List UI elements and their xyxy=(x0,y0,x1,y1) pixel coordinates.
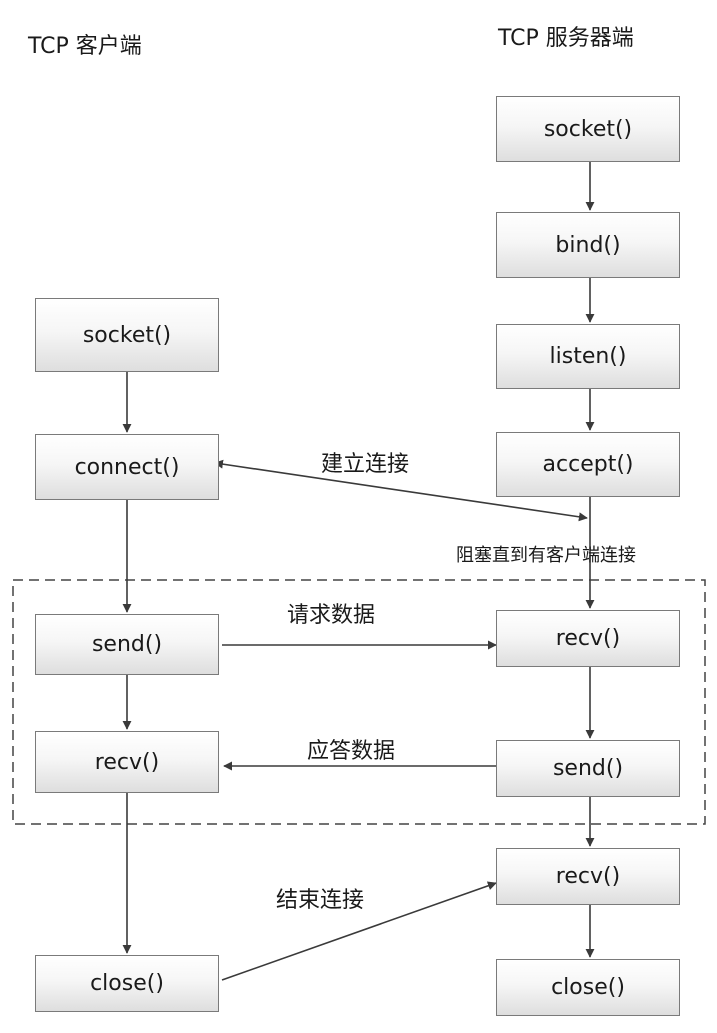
client-recv-box: recv() xyxy=(35,731,219,793)
server-send-box: send() xyxy=(496,740,680,797)
server-socket-box: socket() xyxy=(496,96,680,162)
server-column-title: TCP 服务器端 xyxy=(498,26,634,51)
blocking-note-label: 阻塞直到有客户端连接 xyxy=(456,545,636,566)
client-close-box: close() xyxy=(35,955,219,1012)
arrow-end-connection xyxy=(221,881,497,981)
server-recv-box: recv() xyxy=(496,610,680,667)
request-data-label: 请求数据 xyxy=(287,603,376,628)
data-exchange-region xyxy=(12,579,706,825)
end-connection-label: 结束连接 xyxy=(276,888,365,913)
server-accept-box: accept() xyxy=(496,432,680,497)
server-listen-box: listen() xyxy=(496,324,680,389)
client-column-title: TCP 客户端 xyxy=(28,34,142,59)
server-close-box: close() xyxy=(496,959,680,1016)
client-connect-box: connect() xyxy=(35,434,219,500)
arrow-establish-connection xyxy=(213,459,588,522)
server-recv2-box: recv() xyxy=(496,848,680,905)
server-bind-box: bind() xyxy=(496,212,680,278)
client-send-box: send() xyxy=(35,614,219,675)
client-socket-box: socket() xyxy=(35,298,219,372)
response-data-label: 应答数据 xyxy=(307,739,396,764)
establish-connection-label: 建立连接 xyxy=(321,452,410,477)
